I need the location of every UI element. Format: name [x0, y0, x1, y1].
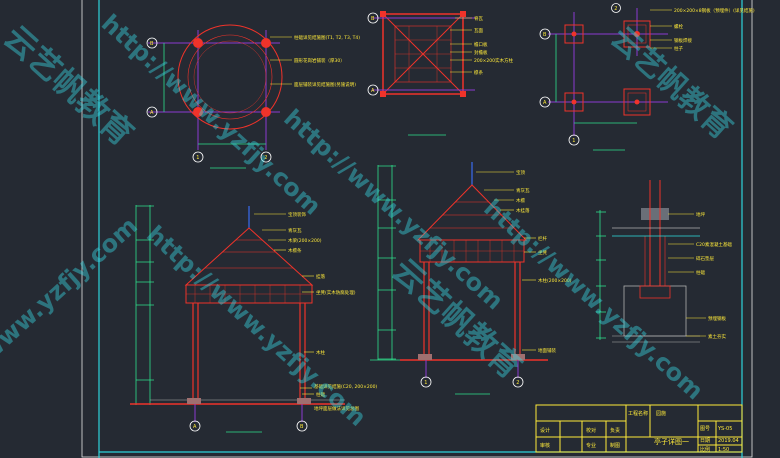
annotation-roof-5: 檩条 [474, 69, 483, 76]
front-elevation-annotations: 宝顶装饰 青灰瓦 木梁(200×200) 木檩条 挂落 坐凳(实木防腐处理) 木… [254, 211, 356, 398]
annotation-found-4: 预埋钢板 [708, 315, 726, 322]
annotation-bottom-0: 基础详见结施(C20, 200×200) [314, 383, 377, 390]
bubble-col-1: 1 [568, 134, 580, 146]
annotation-side-3: 木挂落 [516, 207, 530, 214]
roof-plan-annotations: 脊瓦 瓦面 檐口板 封檐板 200×200实木方柱 檩条 [450, 15, 513, 76]
svg-text:B: B [371, 16, 375, 22]
title-block-value-scale: 1:50 [718, 447, 729, 453]
annotation-bottom-1: 地坪面层做法详见总图 [314, 405, 359, 412]
svg-text:A: A [150, 110, 154, 116]
svg-text:A: A [193, 424, 197, 430]
annotation-col-1: 螺栓 [674, 23, 683, 30]
title-block-label-discipline: 专业 [586, 442, 596, 449]
svg-text:1: 1 [196, 155, 199, 161]
annotation-front-3: 木檩条 [288, 247, 302, 254]
svg-text:2: 2 [264, 155, 267, 161]
svg-text:2: 2 [516, 380, 519, 386]
bubble-roof-b: B [367, 12, 379, 24]
svg-text:云艺帆教育: 云艺帆教育 [604, 20, 739, 146]
drawing-title: 亭子详图一 [654, 437, 689, 446]
round-plan-view [148, 24, 283, 169]
svg-text:1: 1 [572, 138, 575, 144]
svg-text:http://www.yzfjy.com: http://www.yzfjy.com [0, 212, 143, 424]
elevation-bottom-notes: 基础详见结施(C20, 200×200) 地坪面层做法详见总图 [300, 383, 377, 412]
svg-text:B: B [543, 32, 547, 38]
annotation-roof-1: 瓦面 [474, 28, 483, 34]
annotation-found-5: 素土夯实 [708, 333, 726, 340]
watermark-layer: 云艺帆教育 云艺帆教育 云艺帆教育 http://www.yzfjy.com h… [0, 9, 739, 432]
annotation-col-0: 200×200×8钢板（预埋件）(详见结施) [674, 7, 755, 14]
annotation-col-2: 钢板焊接 [674, 37, 692, 44]
annotation-col-3: 柱子 [674, 45, 683, 52]
bubble-col-a: A [539, 96, 551, 108]
annotation-front-6: 木柱 [316, 349, 325, 356]
title-block [535, 404, 743, 453]
annotation-front-1: 青灰瓦 [288, 227, 302, 234]
title-block-label-date: 日期 [700, 438, 710, 444]
title-block-label-design: 设计 [540, 427, 550, 434]
title-block-label-project: 工程名称 [628, 410, 648, 417]
plan-top-annotations: 柱础详见结施图(T1, T2, T3, T4) 圆形花岗岩铺装（厚30） 面层铺… [270, 34, 360, 88]
annotation-plan-1: 圆形花岗岩铺装（厚30） [294, 57, 345, 64]
annotation-roof-3: 封檐板 [474, 49, 488, 56]
title-block-value-project: 园施 [656, 410, 666, 417]
bubble-grid-2: 2 [260, 151, 272, 163]
title-block-label-number: 图号 [700, 426, 710, 432]
annotation-roof-0: 脊瓦 [474, 15, 483, 22]
bubble-col-2: 2 [611, 3, 621, 13]
column-detail-plan [548, 8, 668, 151]
annotation-roof-4: 200×200实木方柱 [474, 57, 513, 64]
title-block-label-check: 校对 [586, 427, 596, 434]
side-elevation-annotations: 宝顶 青灰瓦 木檩 木挂落 栏杆 坐凳 木柱(200×200) 地面铺装 [476, 169, 572, 354]
annotation-plan-2: 面层铺装详见结施图(另施说明) [294, 81, 356, 88]
bubble-grid-a: A [146, 106, 158, 118]
title-block-label-review: 审核 [540, 442, 550, 449]
annotation-side-5: 坐凳 [538, 249, 547, 256]
bubble-col-b: B [539, 28, 551, 40]
bubble-side-2: 2 [512, 376, 524, 388]
annotation-front-7: 柱础 [316, 391, 325, 398]
annotation-side-6: 木柱(200×200) [538, 277, 572, 284]
annotation-plan-0: 柱础详见结施图(T1, T2, T3, T4) [294, 34, 360, 41]
column-detail-annotations: 200×200×8钢板（预埋件）(详见结施) 螺栓 钢板焊接 柱子 [650, 7, 755, 52]
annotation-side-4: 栏杆 [538, 235, 547, 242]
title-block-label-scale: 比例 [700, 446, 710, 453]
annotation-found-3: 柱础 [696, 269, 705, 276]
title-block-label-draw: 制图 [610, 442, 620, 449]
title-block-label-lead: 负责 [610, 427, 620, 434]
bubble-grid-1: 1 [192, 151, 204, 163]
bubble-roof-a: A [367, 84, 379, 96]
annotation-roof-2: 檐口板 [474, 41, 488, 48]
side-elevation-view [370, 162, 548, 395]
annotation-side-1: 青灰瓦 [516, 187, 530, 194]
annotation-side-0: 宝顶 [516, 169, 525, 176]
front-elevation-view [130, 205, 345, 433]
title-block-value-number: YS-05 [717, 426, 732, 432]
annotation-found-2: 碎石垫层 [696, 255, 714, 262]
bubble-side-1: 1 [420, 376, 432, 388]
roof-plan-view [372, 11, 475, 136]
foundation-annotations: 地坪 C20素混凝土基础 碎石垫层 柱础 预埋钢板 素土夯实 [668, 211, 732, 340]
svg-text:B: B [300, 424, 304, 430]
bubble-elev-b: B [296, 420, 308, 432]
svg-text:2: 2 [614, 6, 617, 12]
svg-text:A: A [543, 100, 547, 106]
bubble-grid-b: B [146, 37, 158, 49]
svg-text:1: 1 [424, 380, 427, 386]
annotation-front-2: 木梁(200×200) [288, 237, 322, 244]
annotation-side-7: 地面铺装 [538, 347, 556, 354]
svg-text:A: A [371, 88, 375, 94]
annotation-front-4: 挂落 [316, 273, 325, 280]
annotation-found-0: 地坪 [696, 211, 705, 218]
annotation-side-2: 木檩 [516, 197, 525, 204]
foundation-detail-section [596, 180, 700, 343]
svg-text:B: B [150, 41, 154, 47]
title-block-value-date: 2019.04 [718, 438, 739, 444]
annotation-found-1: C20素混凝土基础 [696, 241, 732, 248]
annotation-front-5: 坐凳(实木防腐处理) [316, 289, 356, 296]
annotation-front-0: 宝顶装饰 [288, 211, 306, 218]
bubble-elev-a: A [189, 420, 201, 432]
